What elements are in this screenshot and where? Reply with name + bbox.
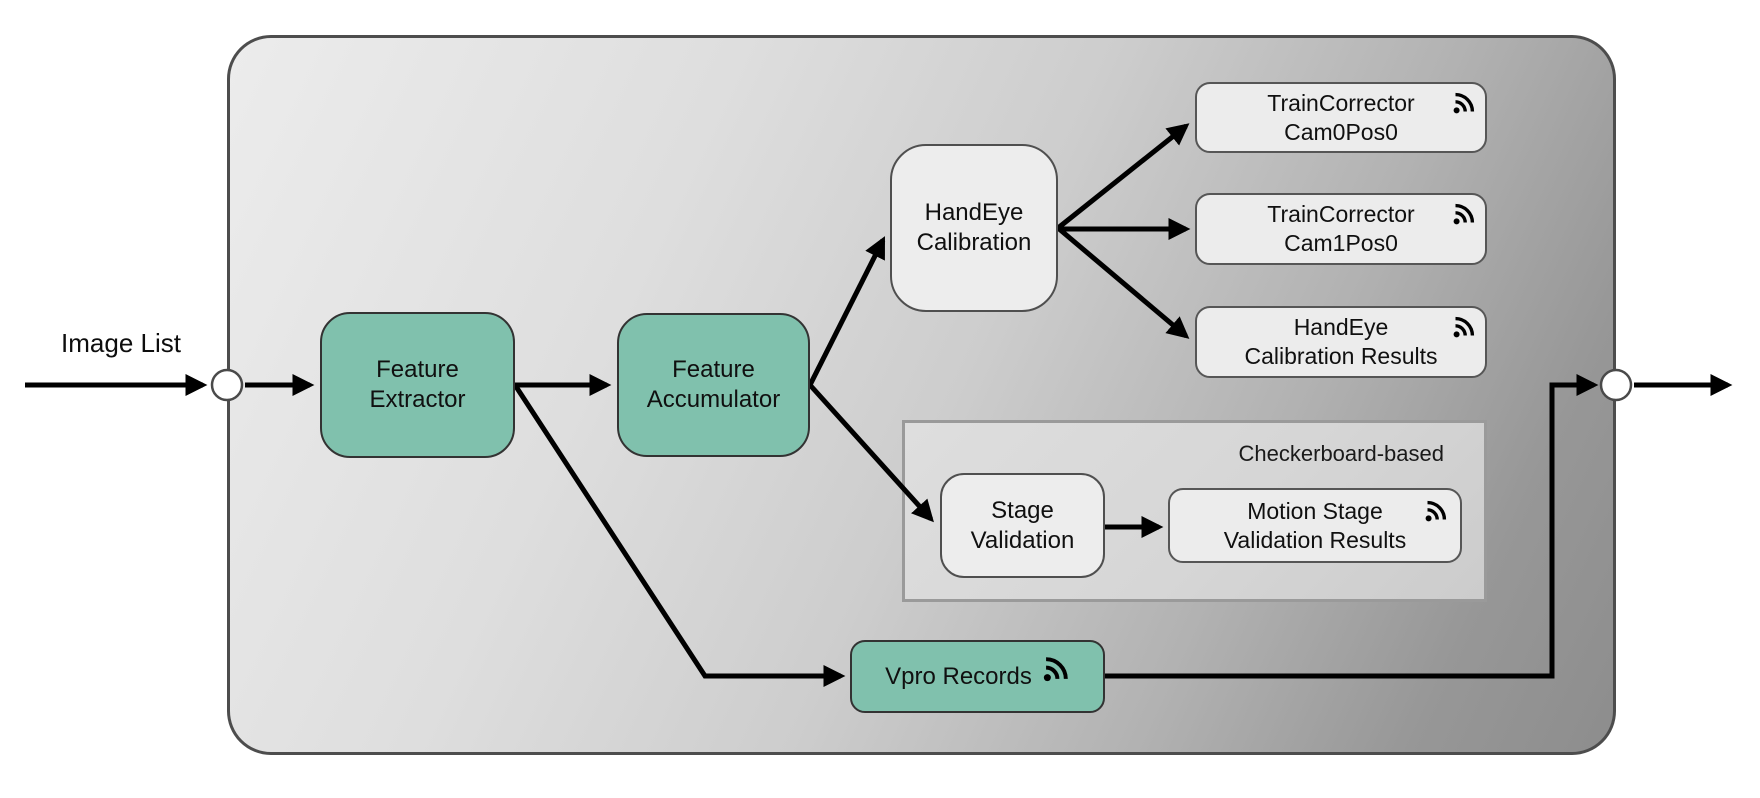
node-handeye-calibration-results[interactable]: HandEye Calibration Results — [1195, 306, 1487, 378]
node-label: Cam0Pos0 — [1284, 118, 1398, 145]
node-motion-stage-validation-results[interactable]: Motion Stage Validation Results — [1168, 488, 1462, 563]
node-label: Extractor — [369, 386, 466, 413]
checkerboard-group-label: Checkerboard-based — [1238, 441, 1444, 466]
node-label: HandEye — [1293, 314, 1389, 340]
node-label: Feature — [376, 356, 459, 383]
node-feature-extractor[interactable]: Feature Extractor — [320, 312, 515, 458]
node-label: Calibration — [916, 229, 1032, 256]
node-label: Calibration Results — [1244, 343, 1438, 369]
node-label: TrainCorrector — [1267, 89, 1415, 116]
node-label: Accumulator — [646, 386, 781, 413]
input-label: Image List — [61, 328, 181, 358]
node-train-corrector-cam0pos0[interactable]: TrainCorrector Cam0Pos0 — [1195, 82, 1487, 153]
node-label: HandEye — [924, 199, 1024, 226]
node-label: TrainCorrector — [1267, 201, 1415, 227]
node-label: Stage — [991, 496, 1054, 524]
node-label: Validation Results — [1223, 526, 1407, 553]
node-stage-validation[interactable]: Stage Validation — [940, 473, 1105, 578]
rss-publish-icon — [1452, 91, 1476, 115]
node-label: Motion Stage — [1247, 497, 1383, 524]
node-handeye-calibration[interactable]: HandEye Calibration — [890, 144, 1058, 312]
node-vpro-records[interactable]: Vpro Records — [850, 640, 1105, 713]
rss-publish-icon — [1042, 655, 1070, 683]
node-feature-accumulator[interactable]: Feature Accumulator — [617, 313, 810, 457]
node-label: Vpro Records — [885, 662, 1032, 690]
rss-publish-icon — [1452, 315, 1476, 339]
node-label: Cam1Pos0 — [1284, 230, 1398, 256]
rss-publish-icon — [1452, 202, 1476, 226]
node-label: Validation — [970, 526, 1075, 554]
rss-publish-icon — [1424, 499, 1448, 523]
node-label: Feature — [672, 356, 755, 383]
node-train-corrector-cam1pos0[interactable]: TrainCorrector Cam1Pos0 — [1195, 193, 1487, 265]
